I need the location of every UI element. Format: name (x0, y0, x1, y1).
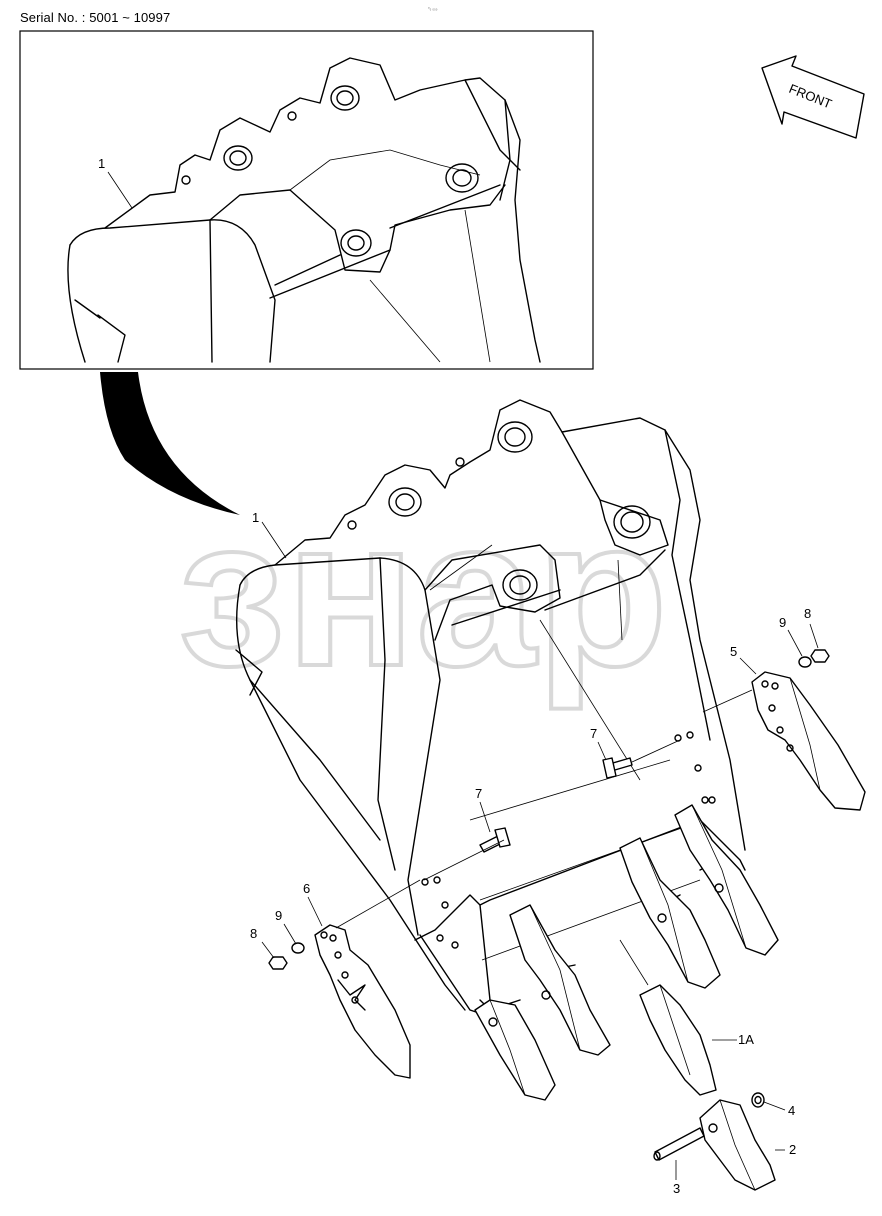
nut-8-right (810, 649, 830, 663)
side-cutter-right (751, 671, 866, 811)
tooth-2 (509, 904, 611, 1056)
leader-9-right (787, 629, 803, 657)
leader-5 (739, 657, 757, 675)
bolt-7-lower (479, 827, 511, 853)
leader-7-lower (479, 801, 491, 833)
serial-number-label: Serial No. : 5001 ~ 10997 (20, 10, 171, 25)
front-arrow-icon (761, 55, 865, 139)
watermark: знар (176, 473, 670, 712)
callout-7-upper: 7 (590, 726, 597, 741)
callout-7-lower: 7 (475, 786, 482, 801)
front-direction-indicator: FRONT (761, 55, 865, 139)
pin-3 (653, 1127, 705, 1161)
detail-connector-arrow (100, 372, 240, 515)
bolt-7-upper (602, 757, 633, 779)
callout-1a: 1A (738, 1032, 754, 1047)
watermark-text: знар (178, 475, 668, 710)
callout-2: 2 (789, 1142, 796, 1157)
inset-detail: 1 (19, 30, 594, 370)
page-mark: ⁰₀ ₀₀₀ (428, 6, 438, 11)
tooth-3 (619, 837, 721, 989)
leader-9-left (283, 923, 297, 945)
callout-9-right: 9 (779, 615, 786, 630)
callout-1: 1 (252, 510, 259, 525)
callout-6: 6 (303, 881, 310, 896)
adapter-1a (639, 984, 717, 1096)
leader-main-1 (261, 521, 287, 559)
callout-8-right: 8 (804, 606, 811, 621)
inset-frame (19, 30, 594, 370)
lock-washer-4 (751, 1092, 765, 1108)
washer-9-right (798, 656, 812, 668)
tooth-4 (674, 804, 779, 956)
tooth-point-2 (699, 1099, 776, 1191)
callout-3: 3 (673, 1181, 680, 1196)
leader-6 (307, 896, 323, 927)
leader-4 (763, 1101, 786, 1111)
callout-8-left: 8 (250, 926, 257, 941)
leader-7-upper (597, 741, 607, 761)
callout-4: 4 (788, 1103, 795, 1118)
tooth-1 (474, 999, 556, 1101)
nut-8-left (268, 956, 288, 970)
leader-8-left (261, 941, 275, 959)
callout-5: 5 (730, 644, 737, 659)
washer-9-left (291, 942, 305, 954)
callout-inset-1: 1 (98, 156, 105, 171)
side-cutter-left (314, 924, 411, 1079)
callout-9-left: 9 (275, 908, 282, 923)
leader-8-right (809, 623, 819, 649)
